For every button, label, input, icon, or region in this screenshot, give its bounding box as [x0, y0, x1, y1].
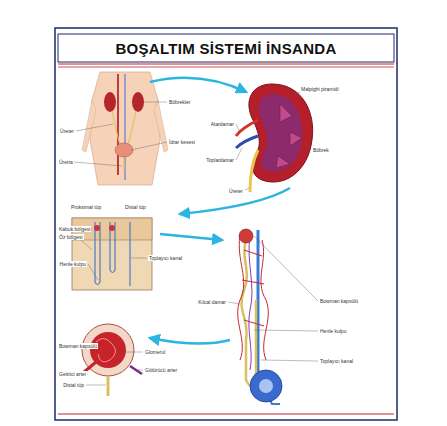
flow-arrows: [150, 78, 290, 344]
part-label: Proksimal tüp: [70, 204, 102, 210]
part-label: Toplayıcı kanal: [319, 358, 354, 364]
part-label: Bowman kapsülü: [319, 298, 359, 304]
part-label: Henle kulpu: [59, 261, 87, 267]
leader-lines: [74, 102, 167, 166]
part-label: Toplardamar: [205, 157, 235, 163]
part-label: Kılcal damar: [197, 299, 227, 305]
part-label: Böbrek: [312, 147, 330, 153]
part-label: Atardamar: [210, 121, 235, 127]
rule: [58, 414, 394, 415]
title-band: [58, 34, 394, 62]
part-label: Toplayıcı kanal: [148, 255, 183, 261]
part-label: Böbrekler: [168, 99, 191, 105]
rule: [58, 67, 394, 68]
poster-title: BOŞALTIM SİSTEMİ İNSANDA: [115, 40, 336, 57]
part-label: İdrar kesesi: [168, 139, 196, 145]
kidney-section: [236, 84, 313, 192]
part-label: Getirici arter: [58, 371, 87, 377]
part-label: Malpighi piramidi: [300, 86, 340, 92]
tubule-detail: [259, 379, 273, 393]
leader-lines: [228, 236, 318, 361]
part-label: Üreter: [228, 188, 244, 194]
part-label: Henle kulpu: [319, 328, 347, 334]
part-label: Distal tüp: [62, 382, 85, 388]
part-label: Öz bölgesi: [58, 234, 84, 240]
part-label: Kabuk bölgesi: [58, 226, 91, 232]
part-label: Glomerul: [144, 349, 166, 355]
rule: [58, 63, 394, 64]
poster-frame: [55, 28, 397, 420]
tubule-detail: [250, 370, 282, 402]
part-label: Üreter: [59, 128, 75, 134]
body-figure: [82, 72, 168, 185]
glomerulus: [82, 324, 142, 396]
leader-lines: [236, 92, 311, 190]
part-label: Bowman kapsülü: [58, 343, 98, 349]
part-label: Götürücü arter: [144, 367, 178, 373]
leader-lines: [78, 229, 147, 280]
leader-lines: [84, 346, 143, 385]
part-label: Üretra: [58, 159, 74, 165]
part-label: Distal tüp: [124, 204, 147, 210]
